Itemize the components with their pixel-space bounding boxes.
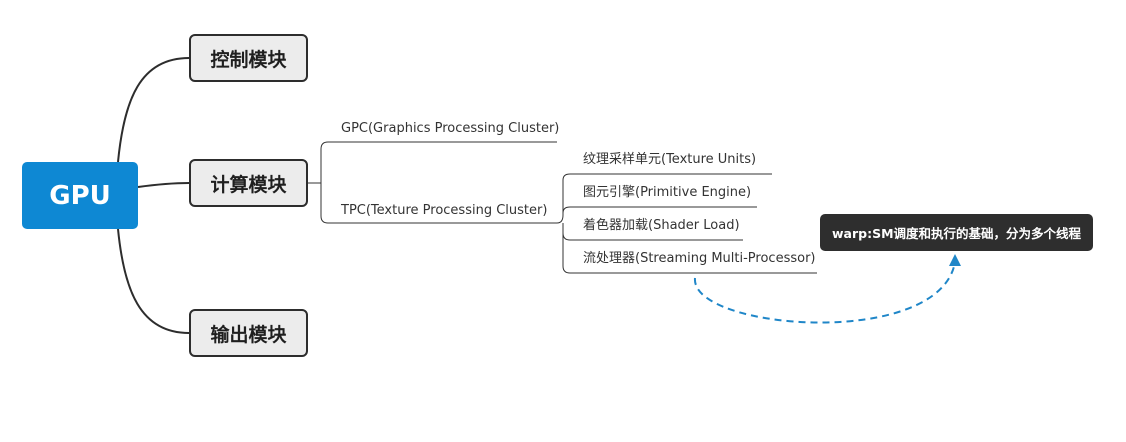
relationship-dashed-line	[693, 261, 956, 324]
root-node-gpu[interactable]: GPU	[22, 162, 138, 229]
topic-texture-units[interactable]: 纹理采样单元(Texture Units)	[583, 152, 757, 167]
link-tpc-sm	[562, 223, 817, 274]
link-gpc	[320, 141, 557, 183]
branch-node-output[interactable]: 输出模块	[189, 309, 308, 357]
topic-gpc[interactable]: GPC(Graphics Processing Cluster)	[341, 121, 560, 136]
link-tpc	[320, 183, 557, 224]
topic-primitive-engine[interactable]: 图元引擎(Primitive Engine)	[583, 185, 752, 200]
link-tpc-primitive	[562, 206, 757, 215]
link-root-compute	[137, 182, 190, 188]
relationship-arrowhead	[949, 254, 961, 266]
link-tpc-texture	[556, 173, 772, 224]
topic-shader-load[interactable]: 着色器加载(Shader Load)	[583, 218, 740, 233]
topic-streaming-multiprocessor[interactable]: 流处理器(Streaming Multi-Processor)	[583, 251, 816, 266]
link-root-control	[117, 57, 190, 163]
topic-tpc[interactable]: TPC(Texture Processing Cluster)	[341, 203, 548, 218]
branch-node-compute[interactable]: 计算模块	[189, 159, 308, 207]
link-root-output	[117, 228, 190, 334]
branch-node-control[interactable]: 控制模块	[189, 34, 308, 82]
callout-warp-note[interactable]: warp:SM调度和执行的基础，分为多个线程	[820, 214, 1093, 251]
